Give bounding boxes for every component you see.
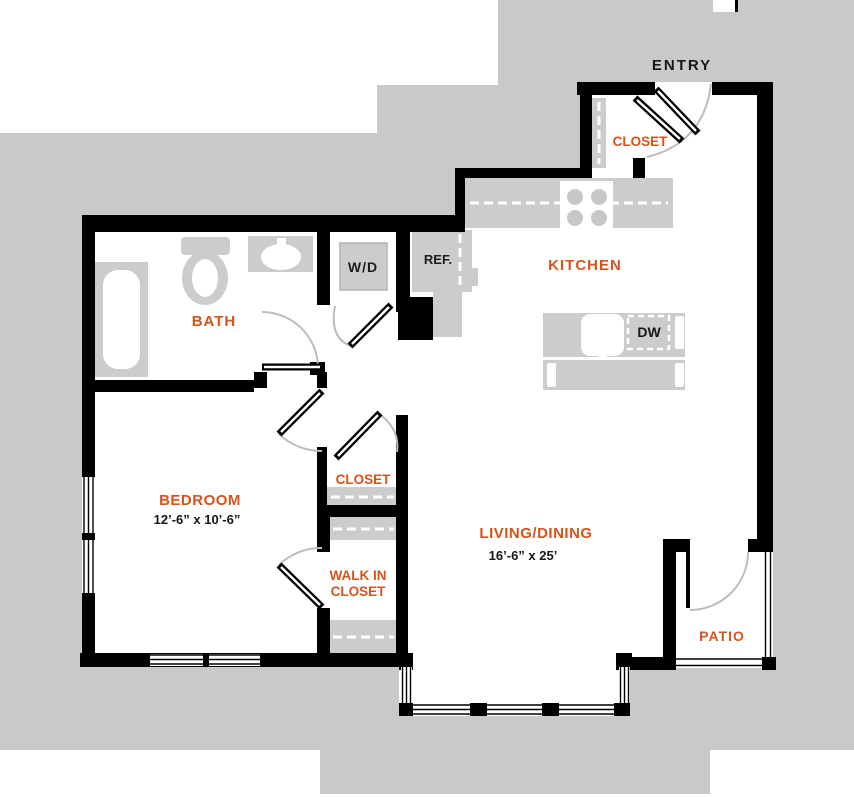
labels: ENTRY CLOSET KITCHEN REF. W/D DW BATH BE… [154, 57, 745, 644]
refrigerator-label: REF. [424, 252, 452, 267]
bedroom-label: BEDROOM [159, 492, 241, 509]
patio-screen [676, 552, 772, 667]
fixtures [95, 98, 685, 653]
entry-door [646, 83, 712, 158]
bathtub [95, 262, 148, 377]
island-sink [581, 314, 624, 356]
entry-closet-label: CLOSET [613, 134, 669, 149]
doors [261, 83, 749, 611]
refrigerator-fixture [412, 230, 478, 337]
closet-shelf [327, 487, 396, 507]
bath-sink [248, 236, 313, 272]
living-dining-label: LIVING/DINING [479, 525, 592, 542]
walk-in-closet-label-line2: CLOSET [331, 584, 387, 599]
toilet [181, 237, 230, 305]
bay-left-window [401, 667, 412, 704]
bedroom-dimensions: 12’-6” x 10’-6” [154, 512, 241, 527]
washer-dryer-label: W/D [348, 259, 378, 275]
windows [82, 477, 772, 716]
island-faucet [598, 342, 607, 358]
walk-in-closet-shelves [330, 517, 396, 653]
entry-label: ENTRY [652, 57, 712, 74]
washer-dryer-door [332, 302, 394, 349]
entry-closet-shelf [592, 98, 606, 168]
bath-label: BATH [192, 313, 237, 330]
bay-bottom-windows [399, 703, 630, 716]
closet-label: CLOSET [336, 472, 392, 487]
bay-right-window [619, 667, 630, 704]
closet-door [333, 410, 399, 461]
kitchen-island [543, 313, 685, 390]
entry-closet-door [632, 95, 685, 144]
dishwasher-label: DW [637, 324, 661, 340]
walk-in-closet-door [276, 546, 325, 610]
bedroom-left-window [82, 477, 95, 593]
patio-label: PATIO [699, 628, 745, 644]
walk-in-closet-label-line1: WALK IN [330, 568, 387, 583]
dishwasher-outline [626, 314, 671, 351]
bedroom-door [276, 388, 325, 453]
stove [560, 181, 613, 230]
washer-dryer-fixture [339, 242, 388, 291]
living-dining-dimensions: 16’-6” x 25’ [489, 548, 558, 563]
kitchen-label: KITCHEN [548, 257, 622, 274]
bath-door [261, 311, 322, 371]
patio-door [686, 551, 749, 611]
top-notch [713, 0, 737, 12]
bedroom-bottom-window [150, 653, 260, 667]
